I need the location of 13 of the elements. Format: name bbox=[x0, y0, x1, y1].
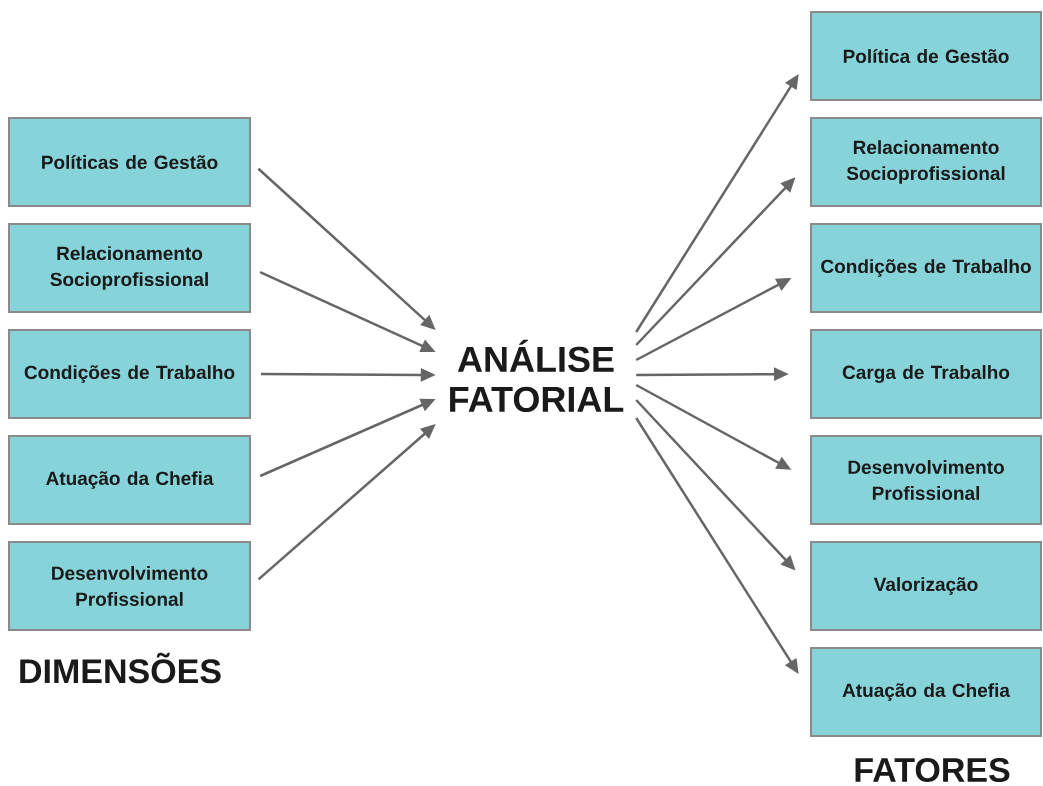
process-box: Valorização bbox=[810, 541, 1042, 631]
process-box: Relacionamento Socioprofissional bbox=[8, 223, 251, 313]
process-box: Relacionamento Socioprofissional bbox=[810, 117, 1042, 207]
process-box: Condições de Trabalho bbox=[8, 329, 251, 419]
center-label: ANÁLISE FATORIAL bbox=[450, 339, 624, 413]
process-box: Políticas de Gestão bbox=[8, 117, 251, 207]
process-box: Desenvolvimento Profissional bbox=[8, 541, 251, 631]
process-box: Condições de Trabalho bbox=[810, 223, 1042, 313]
process-box: Política de Gestão bbox=[810, 11, 1042, 101]
process-box: Atuação da Chefia bbox=[8, 435, 251, 525]
process-box: Atuação da Chefia bbox=[810, 647, 1042, 737]
process-box: Desenvolvimento Profissional bbox=[810, 435, 1042, 525]
process-box: Carga de Trabalho bbox=[810, 329, 1042, 419]
